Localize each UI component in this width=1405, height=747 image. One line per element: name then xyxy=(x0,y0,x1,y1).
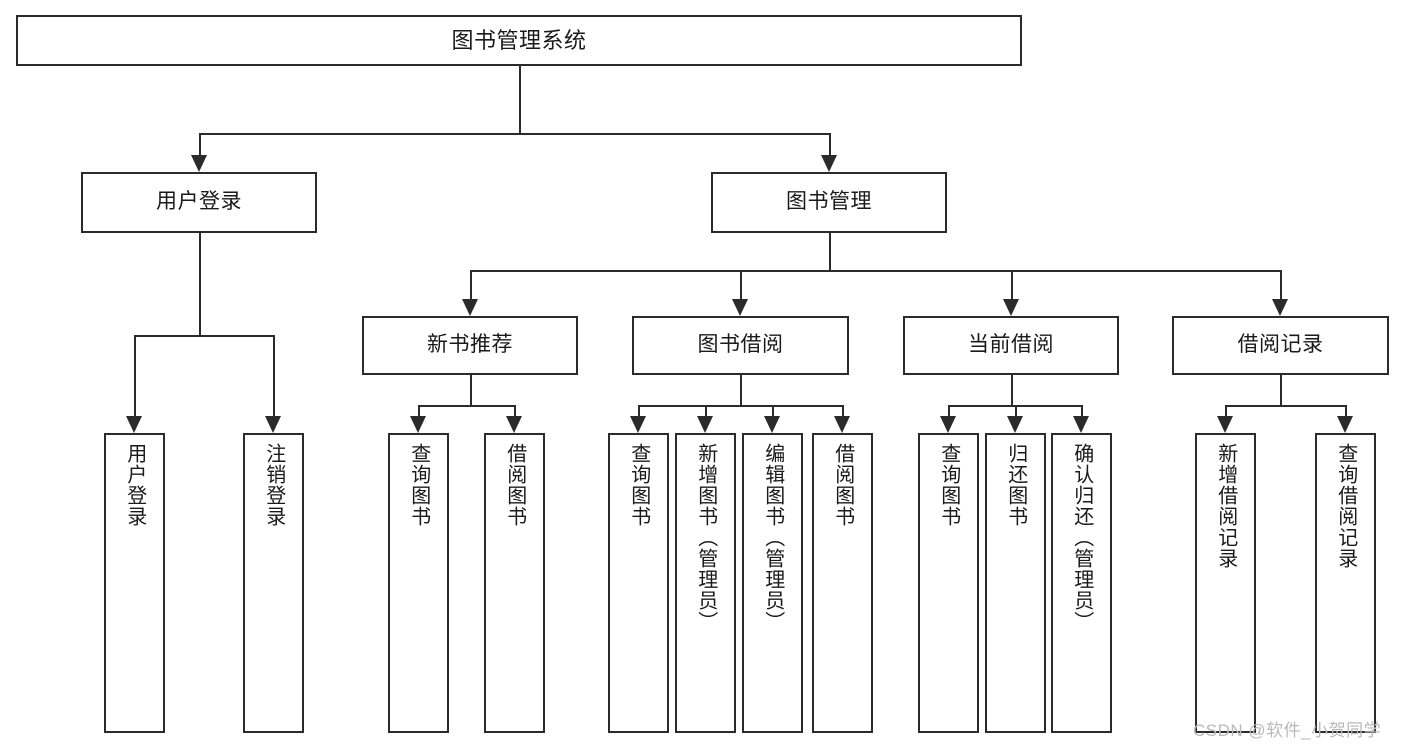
arrowhead-leaf-return-book xyxy=(1007,416,1023,433)
edge-book-borrow-stem xyxy=(740,375,742,405)
edge-to-leaf-query-book-2 xyxy=(638,405,640,416)
node-label: 查询图书 xyxy=(407,443,430,527)
edge-to-new-book-recommend xyxy=(470,270,472,299)
node-label: 查询图书 xyxy=(627,443,650,527)
edge-book-borrow-bus xyxy=(638,405,842,407)
arrowhead-leaf-confirm-return xyxy=(1073,416,1089,433)
edge-to-leaf-logout-login xyxy=(273,335,275,416)
edge-root-stem xyxy=(519,66,521,133)
node-label: 图书管理 xyxy=(786,190,872,214)
edge-book-manage-stem xyxy=(829,233,831,270)
node-book-borrow[interactable]: 图书借阅 xyxy=(632,316,849,375)
arrowhead-book-manage xyxy=(821,155,837,172)
node-label: 查询图书 xyxy=(937,443,960,527)
edge-new-book-recommend-bus xyxy=(418,405,514,407)
node-label: 新书推荐 xyxy=(427,333,513,357)
edge-to-current-borrow xyxy=(1011,270,1013,299)
edge-to-leaf-borrow-book-1 xyxy=(514,405,516,416)
edge-root-to-user-login xyxy=(199,133,201,155)
node-leaf-borrow-book-2[interactable]: 借阅图书 xyxy=(812,433,873,733)
node-user-login[interactable]: 用户登录 xyxy=(81,172,317,233)
node-label: 编辑图书（管理员） xyxy=(761,443,784,632)
edge-current-borrow-bus xyxy=(948,405,1081,407)
edge-borrow-record-bus xyxy=(1225,405,1345,407)
node-leaf-query-record[interactable]: 查询借阅记录 xyxy=(1315,433,1376,733)
node-leaf-add-book[interactable]: 新增图书（管理员） xyxy=(675,433,736,733)
node-current-borrow[interactable]: 当前借阅 xyxy=(903,316,1119,375)
node-label: 查询借阅记录 xyxy=(1334,443,1357,569)
arrowhead-leaf-query-record xyxy=(1337,416,1353,433)
edge-new-book-recommend-stem xyxy=(470,375,472,405)
node-new-book-recommend[interactable]: 新书推荐 xyxy=(362,316,578,375)
edge-to-leaf-borrow-book-2 xyxy=(842,405,844,416)
node-label: 确认归还（管理员） xyxy=(1070,443,1093,632)
node-leaf-query-book-2[interactable]: 查询图书 xyxy=(608,433,669,733)
arrowhead-leaf-user-login xyxy=(126,416,142,433)
node-leaf-return-book[interactable]: 归还图书 xyxy=(985,433,1046,733)
node-leaf-confirm-return[interactable]: 确认归还（管理员） xyxy=(1051,433,1112,733)
edge-root-to-book-manage xyxy=(829,133,831,155)
node-label: 图书借阅 xyxy=(697,333,784,357)
arrowhead-leaf-add-record xyxy=(1217,416,1233,433)
arrowhead-leaf-borrow-book-1 xyxy=(506,416,522,433)
node-label: 归还图书 xyxy=(1004,443,1027,527)
arrowhead-leaf-query-book-3 xyxy=(940,416,956,433)
node-label: 新增借阅记录 xyxy=(1214,443,1237,569)
edge-to-leaf-add-book xyxy=(705,405,707,416)
node-root-system[interactable]: 图书管理系统 xyxy=(16,15,1022,66)
node-leaf-logout-login[interactable]: 注销登录 xyxy=(243,433,304,733)
edge-to-leaf-query-book-1 xyxy=(418,405,420,416)
node-label: 借阅记录 xyxy=(1237,333,1324,357)
edge-level2-bus xyxy=(470,270,1280,272)
arrowhead-leaf-add-book xyxy=(697,416,713,433)
edge-borrow-record-stem xyxy=(1280,375,1282,405)
watermark-text: CSDN @软件_小贺同学 xyxy=(1193,721,1382,740)
edge-user-login-bus xyxy=(134,335,273,337)
node-book-manage[interactable]: 图书管理 xyxy=(711,172,947,233)
node-label: 借阅图书 xyxy=(503,443,526,527)
node-label: 图书管理系统 xyxy=(451,27,587,53)
node-leaf-add-record[interactable]: 新增借阅记录 xyxy=(1195,433,1256,733)
edge-to-leaf-user-login xyxy=(134,335,136,416)
arrowhead-leaf-borrow-book-2 xyxy=(834,416,850,433)
arrowhead-leaf-query-book-1 xyxy=(410,416,426,433)
edge-to-leaf-edit-book xyxy=(772,405,774,416)
node-label: 借阅图书 xyxy=(831,443,854,527)
node-leaf-user-login[interactable]: 用户登录 xyxy=(104,433,165,733)
node-label: 当前借阅 xyxy=(968,333,1054,357)
node-label: 新增图书（管理员） xyxy=(694,443,717,632)
node-leaf-borrow-book-1[interactable]: 借阅图书 xyxy=(484,433,545,733)
arrowhead-leaf-query-book-2 xyxy=(630,416,646,433)
node-leaf-query-book-1[interactable]: 查询图书 xyxy=(388,433,449,733)
edge-to-leaf-add-record xyxy=(1225,405,1227,416)
arrowhead-current-borrow xyxy=(1003,299,1019,316)
node-label: 注销登录 xyxy=(262,443,285,527)
node-label: 用户登录 xyxy=(123,443,146,527)
arrowhead-leaf-logout-login xyxy=(265,416,281,433)
arrowhead-new-book-recommend xyxy=(462,299,478,316)
arrowhead-user-login xyxy=(191,155,207,172)
edge-to-borrow-record xyxy=(1280,270,1282,299)
node-borrow-record[interactable]: 借阅记录 xyxy=(1172,316,1389,375)
node-leaf-query-book-3[interactable]: 查询图书 xyxy=(918,433,979,733)
edge-to-book-borrow xyxy=(740,270,742,299)
edge-to-leaf-query-book-3 xyxy=(948,405,950,416)
edge-user-login-stem xyxy=(199,233,201,335)
arrowhead-borrow-record xyxy=(1272,299,1288,316)
node-leaf-edit-book[interactable]: 编辑图书（管理员） xyxy=(742,433,803,733)
arrowhead-leaf-edit-book xyxy=(764,416,780,433)
edge-to-leaf-query-record xyxy=(1345,405,1347,416)
node-label: 用户登录 xyxy=(156,190,242,214)
edge-current-borrow-stem xyxy=(1011,375,1013,405)
arrowhead-book-borrow xyxy=(732,299,748,316)
edge-to-leaf-confirm-return xyxy=(1081,405,1083,416)
edge-root-bus xyxy=(199,133,829,135)
edge-to-leaf-return-book xyxy=(1015,405,1017,416)
